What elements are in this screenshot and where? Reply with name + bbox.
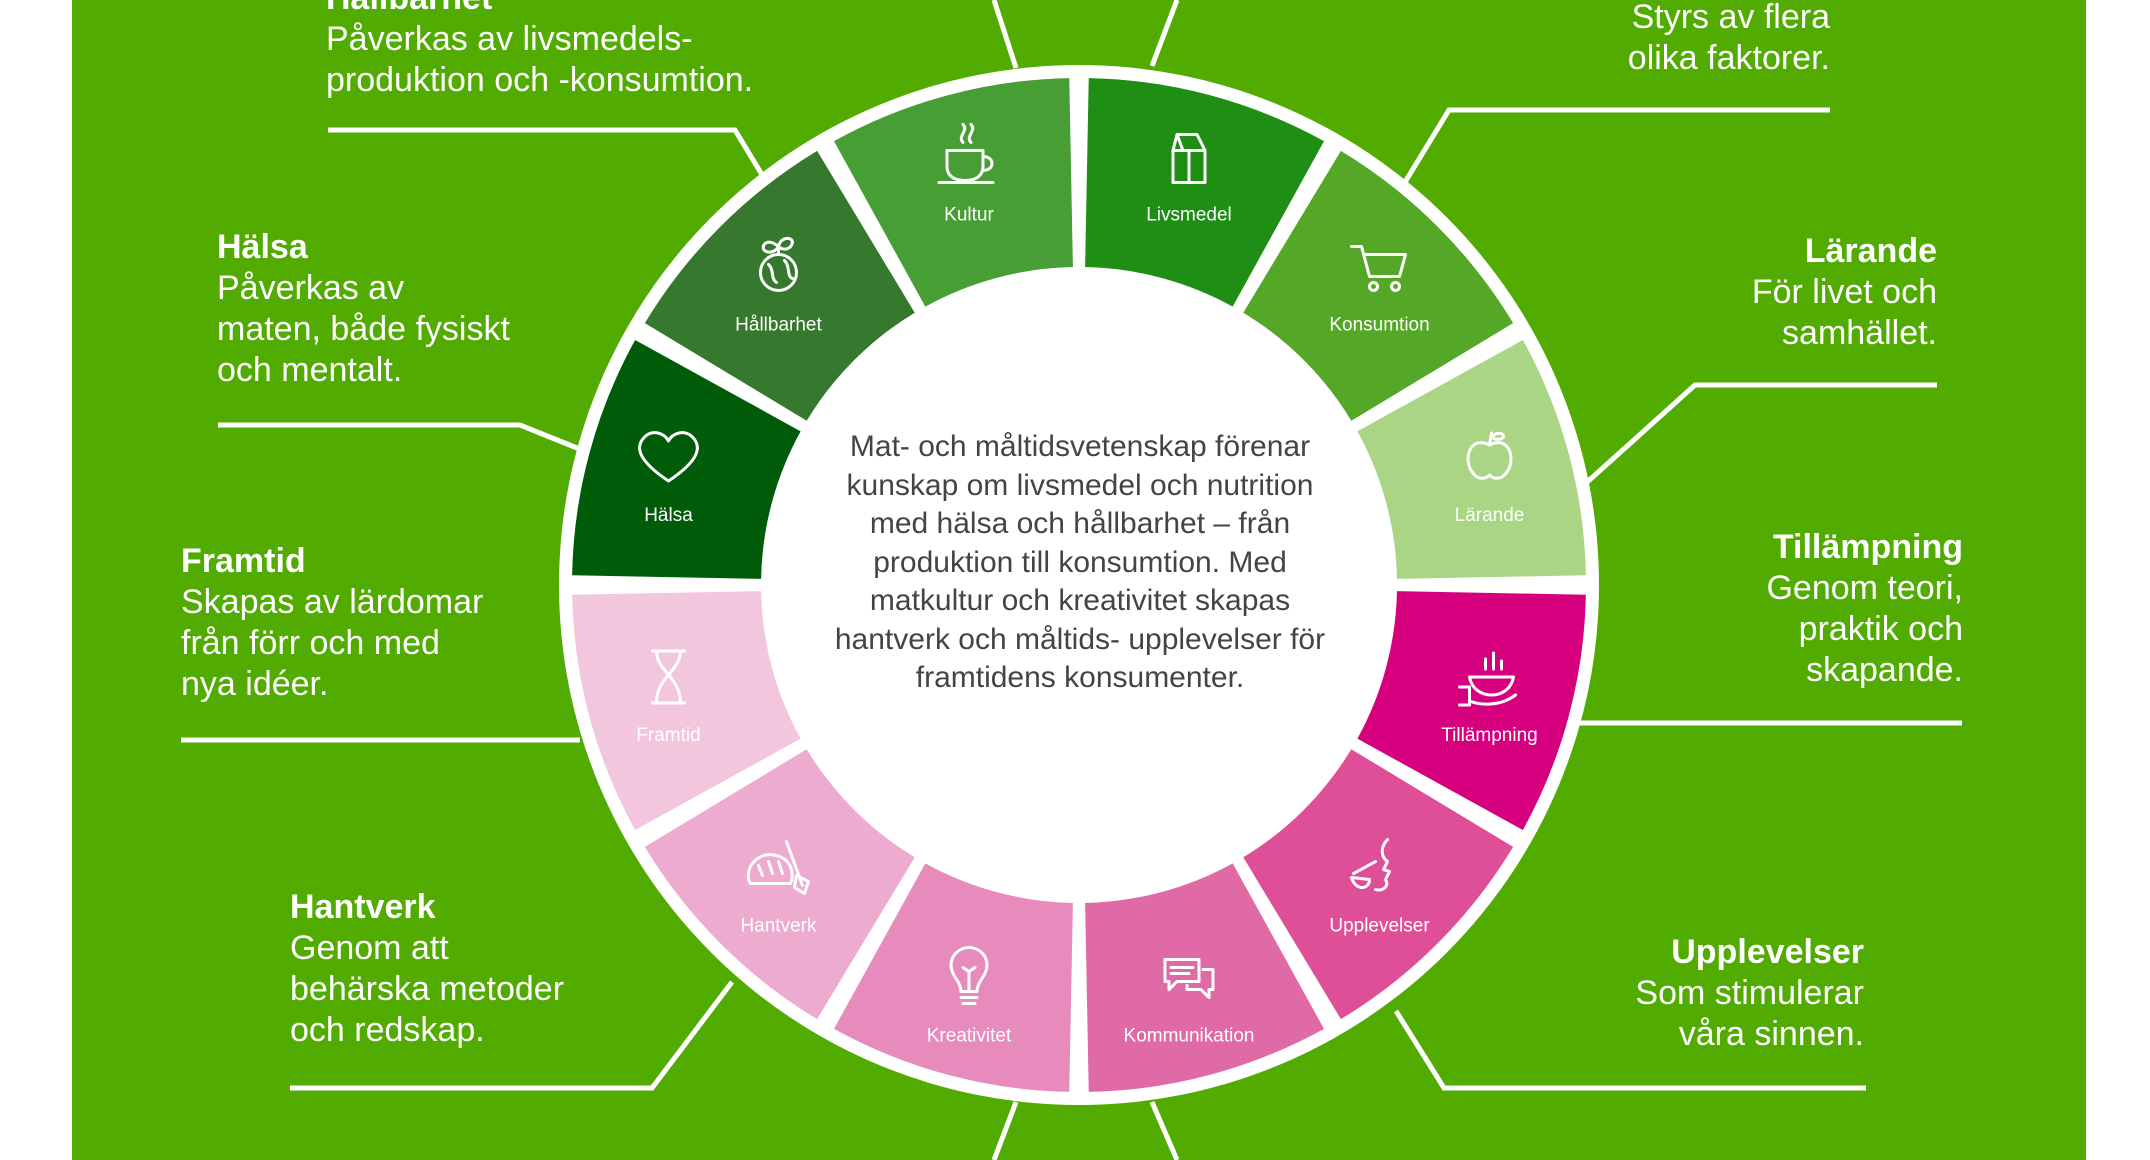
inner-circle <box>779 285 1379 885</box>
label-line: För livet och <box>1751 273 1937 311</box>
label-line: samhället. <box>1782 314 1937 352</box>
segment-label: Framtid <box>636 725 700 746</box>
segment-label: Tillämpning <box>1441 725 1537 746</box>
segment-kreativitet: Kreativitet <box>833 863 1073 1092</box>
segment-framtid: Framtid <box>572 591 801 831</box>
earth-plant-icon <box>758 236 798 292</box>
connector-line <box>991 1101 1019 1160</box>
wheel-segments: LivsmedelKonsumtionLärandeTillämpningUpp… <box>572 78 1586 1092</box>
segment-shape <box>833 78 1073 307</box>
speech-bubbles-icon <box>1163 958 1215 1000</box>
bread-whisk-icon <box>746 840 810 896</box>
label-title: Hantverk <box>290 888 436 926</box>
label-line: Påverkas av <box>217 269 405 307</box>
label-line: Skapas av lärdomar <box>181 583 484 621</box>
label-line: Styrs av flera <box>1631 0 1830 36</box>
heart-icon <box>638 431 699 483</box>
segment-shape <box>833 863 1073 1092</box>
label-line: våra sinnen. <box>1678 1015 1864 1053</box>
label-livsmedel: Styrs av flera olika faktorer. <box>1628 0 1830 79</box>
label-framtid: Framtid Skapas av lärdomar från förr och… <box>181 541 483 705</box>
connector-line <box>290 980 734 1091</box>
label-line: från förr och med <box>181 624 440 662</box>
label-line: behärska metoder <box>290 970 565 1008</box>
label-line: Som stimulerar <box>1635 974 1864 1012</box>
label-halsa: Hälsa Påverkas av maten, både fysiskt oc… <box>217 227 510 391</box>
segment-larande: Lärande <box>1357 339 1586 579</box>
segment-shape <box>572 339 801 579</box>
label-line: olika faktorer. <box>1627 39 1830 77</box>
segment-halsa: Hälsa <box>572 339 801 579</box>
connector-line <box>991 0 1019 69</box>
label-line: maten, både fysiskt <box>217 310 510 348</box>
hourglass-icon <box>650 649 686 705</box>
steaming-cup-icon <box>937 122 995 184</box>
segment-shape <box>1085 78 1325 307</box>
segment-hantverk: Hantverk <box>644 749 915 1020</box>
segment-shape <box>1243 749 1514 1020</box>
segment-tillampning: Tillämpning <box>1357 591 1586 831</box>
label-title: Tillämpning <box>1772 528 1963 566</box>
segment-label: Kultur <box>944 204 994 225</box>
label-title: Hälsa <box>217 228 308 266</box>
segment-label: Kreativitet <box>927 1026 1012 1047</box>
segment-livsmedel: Livsmedel <box>1085 78 1325 307</box>
segment-shape <box>1357 591 1586 831</box>
label-title: Hållbarhet <box>326 0 753 19</box>
label-line: skapande. <box>1806 651 1963 689</box>
label-tillampning: Tillämpning Genom teori, praktik och ska… <box>1766 527 1963 691</box>
label-hallbarhet: Hållbarhet Påverkas av livsmedels- produ… <box>326 0 753 101</box>
segment-shape <box>572 591 801 831</box>
segment-label: Konsumtion <box>1329 314 1429 335</box>
label-title: Lärande <box>1804 232 1937 270</box>
lightbulb-icon <box>949 946 989 1006</box>
label-line: och mentalt. <box>217 351 403 389</box>
serving-bowl-hand-icon <box>1458 651 1518 707</box>
center-description: Mat- och måltidsvetenskap förenar kunska… <box>834 430 1326 694</box>
segment-label: Livsmedel <box>1146 204 1232 225</box>
connector-line <box>1393 1009 1866 1091</box>
label-line: Genom att <box>290 929 449 967</box>
connector-line <box>328 127 773 190</box>
label-larande: Lärande För livet och samhället. <box>1752 231 1937 354</box>
connector-line <box>1149 1101 1180 1160</box>
segment-label: Hälsa <box>644 505 693 526</box>
label-line: produktion och -konsumtion. <box>326 61 754 99</box>
segment-shape <box>1085 863 1325 1092</box>
connector-line <box>1149 0 1180 67</box>
segment-kommunikation: Kommunikation <box>1085 863 1325 1092</box>
segment-shape <box>644 150 915 421</box>
label-line: och redskap. <box>290 1011 485 1049</box>
label-line: Genom teori, <box>1766 569 1963 607</box>
connector-line <box>1583 382 1937 486</box>
segment-label: Kommunikation <box>1124 1026 1255 1047</box>
segment-kultur: Kultur <box>833 78 1073 307</box>
tasting-face-icon <box>1350 838 1392 892</box>
segment-upplevelser: Upplevelser <box>1243 749 1514 1020</box>
segment-shape <box>1357 339 1586 579</box>
segment-label: Hållbarhet <box>735 314 822 335</box>
segment-hallbarhet: Hållbarhet <box>644 150 915 421</box>
label-hantverk: Hantverk Genom att behärska metoder och … <box>290 887 564 1051</box>
segment-konsumtion: Konsumtion <box>1243 150 1514 421</box>
label-upplevelser: Upplevelser Som stimulerar våra sinnen. <box>1635 932 1864 1055</box>
segment-label: Lärande <box>1455 505 1525 526</box>
label-title: Upplevelser <box>1671 933 1864 971</box>
label-line: nya idéer. <box>181 665 329 703</box>
label-title: Framtid <box>181 542 306 580</box>
connector-line <box>1396 107 1830 194</box>
segment-label: Hantverk <box>740 916 817 937</box>
connector-line <box>218 422 583 453</box>
apple-icon <box>1466 431 1513 480</box>
label-line: Påverkas av livsmedels- <box>326 20 693 58</box>
segment-label: Upplevelser <box>1329 916 1430 937</box>
label-line: praktik och <box>1798 610 1963 648</box>
shopping-cart-icon <box>1350 244 1408 292</box>
milk-carton-icon <box>1171 132 1207 184</box>
connector-lines <box>181 0 1962 1160</box>
